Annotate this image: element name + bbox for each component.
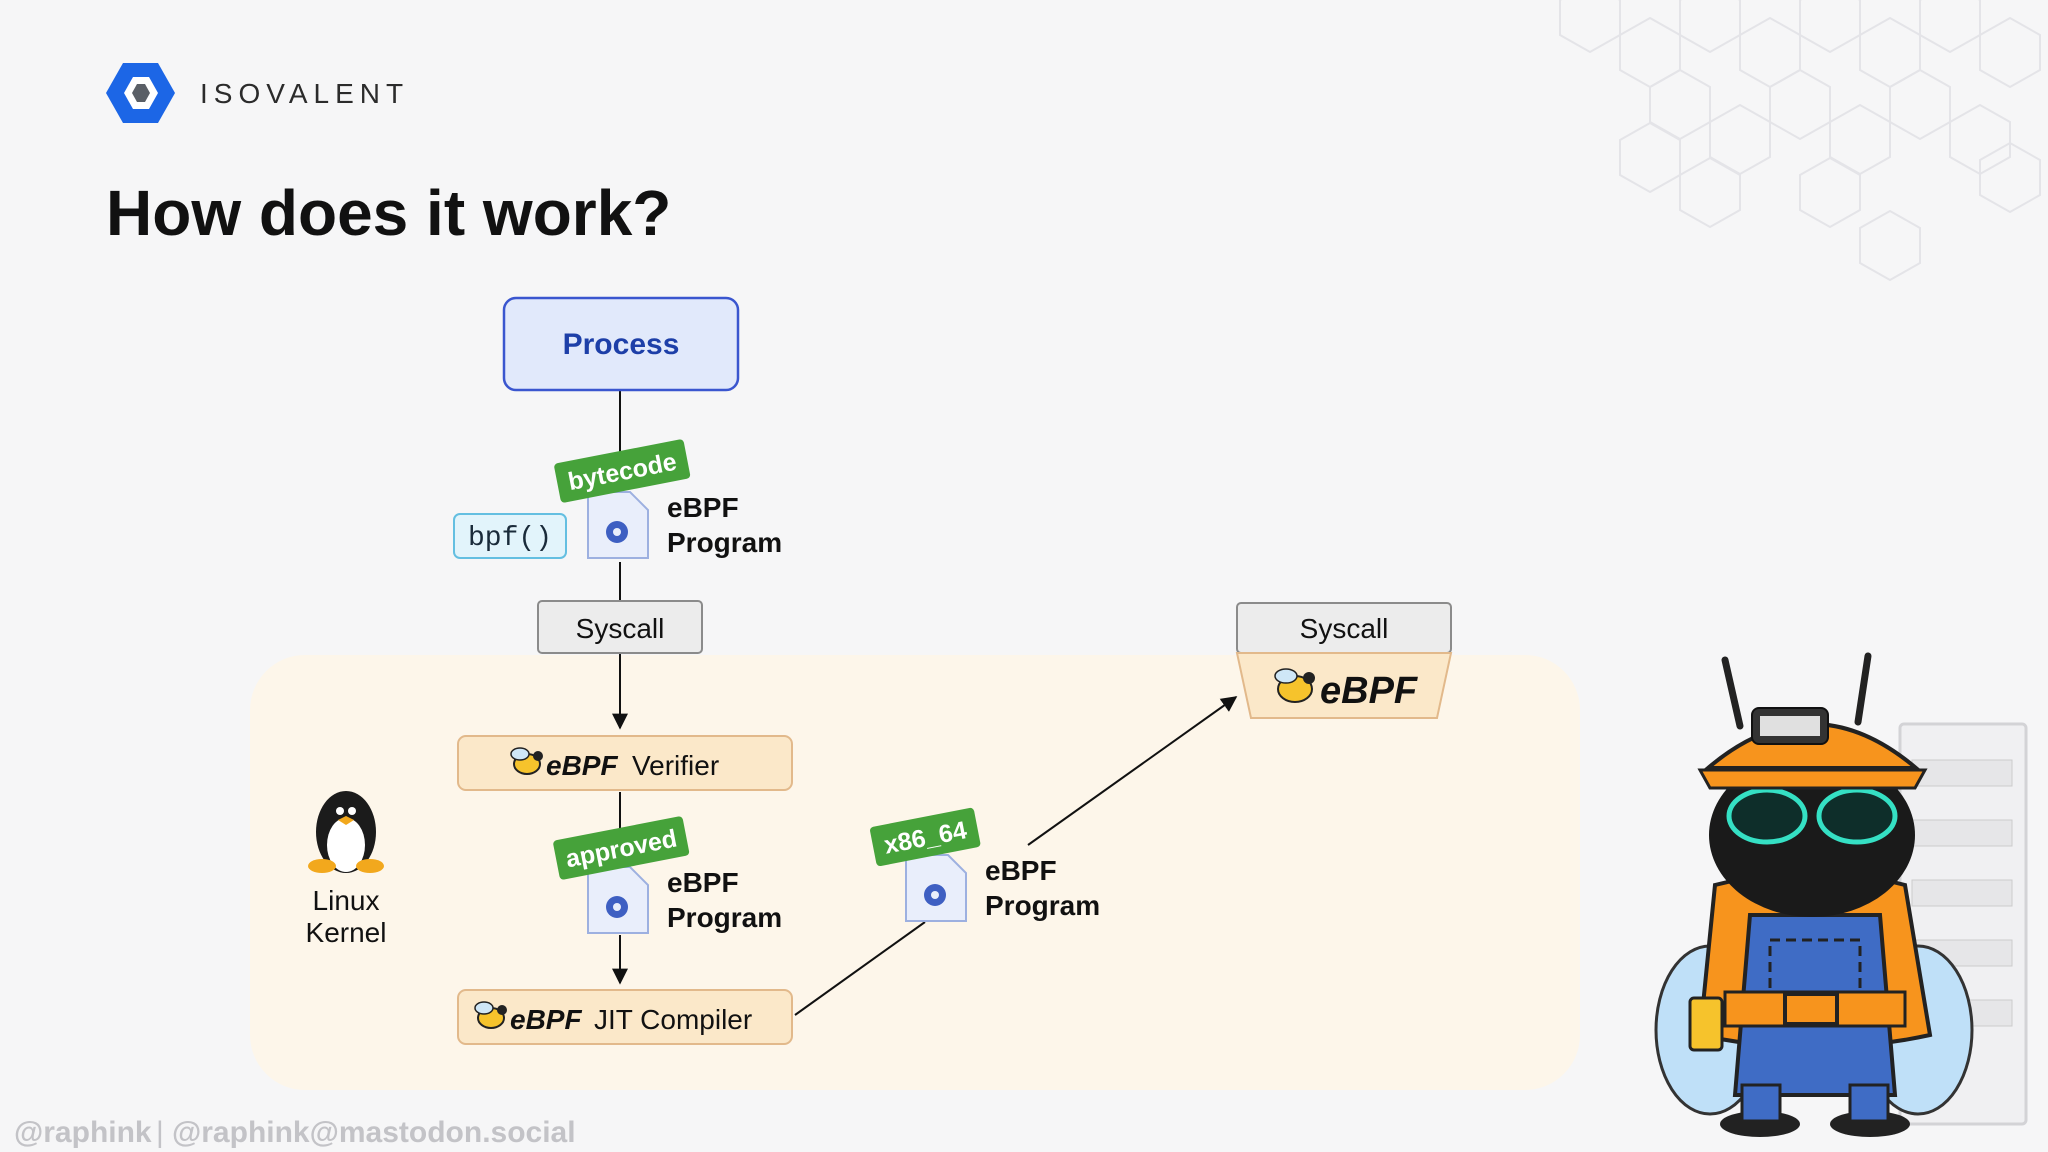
bee-icon: [1274, 668, 1315, 703]
bpf-call-label: bpf(): [468, 523, 552, 554]
process-label: Process: [563, 328, 680, 361]
syscall-node: Syscall: [537, 600, 703, 654]
kernel-label-line2: Kernel: [306, 917, 387, 948]
footer-separator: |: [156, 1116, 164, 1149]
page-title: How does it work?: [106, 177, 671, 249]
program-label-line2: Program: [985, 890, 1100, 921]
connectors: [612, 390, 1238, 1016]
hexagon-pattern: [1559, 0, 2041, 282]
isovalent-logo: ISOVALENT: [106, 63, 409, 123]
jit-ebpf-brand: eBPF: [510, 1004, 582, 1035]
program-file-icon: [587, 491, 649, 559]
program-file-icon: [587, 866, 649, 934]
footer-handle: @raphink: [14, 1116, 152, 1149]
footer-mastodon: @raphink@mastodon.social: [172, 1116, 576, 1149]
jit-compiler-label: JIT Compiler: [594, 1004, 752, 1035]
bpf-call-box: bpf(): [453, 513, 567, 559]
program-label-line2: Program: [667, 527, 782, 558]
brand-name: ISOVALENT: [200, 78, 409, 109]
kernel-label-line1: Linux: [313, 885, 380, 916]
bee-icon: [510, 747, 543, 775]
verifier-ebpf-brand: eBPF: [546, 750, 618, 781]
program-label-line1: eBPF: [667, 867, 739, 898]
program-label-line1: eBPF: [667, 492, 739, 523]
syscall-label: Syscall: [576, 613, 665, 644]
process-node: Process: [502, 296, 740, 392]
bee-mascot-illustration: [1654, 652, 2028, 1137]
syscall-label: Syscall: [1300, 613, 1389, 644]
program-label-line1: eBPF: [985, 855, 1057, 886]
arch-tag: x86_64: [870, 807, 981, 867]
footer: @raphink | @raphink@mastodon.social: [14, 1116, 576, 1149]
program-file-icon: [905, 854, 967, 922]
verifier-label: Verifier: [632, 750, 719, 781]
program-label-line2: Program: [667, 902, 782, 933]
hook-ebpf-brand: eBPF: [1320, 670, 1419, 712]
jit-compiler-node: eBPF JIT Compiler: [457, 989, 793, 1045]
bee-icon: [474, 1001, 507, 1029]
verifier-node: eBPF Verifier: [457, 735, 793, 791]
tux-penguin-icon: [308, 791, 384, 873]
syscall-hook-node: Syscall eBPF: [1235, 602, 1453, 719]
